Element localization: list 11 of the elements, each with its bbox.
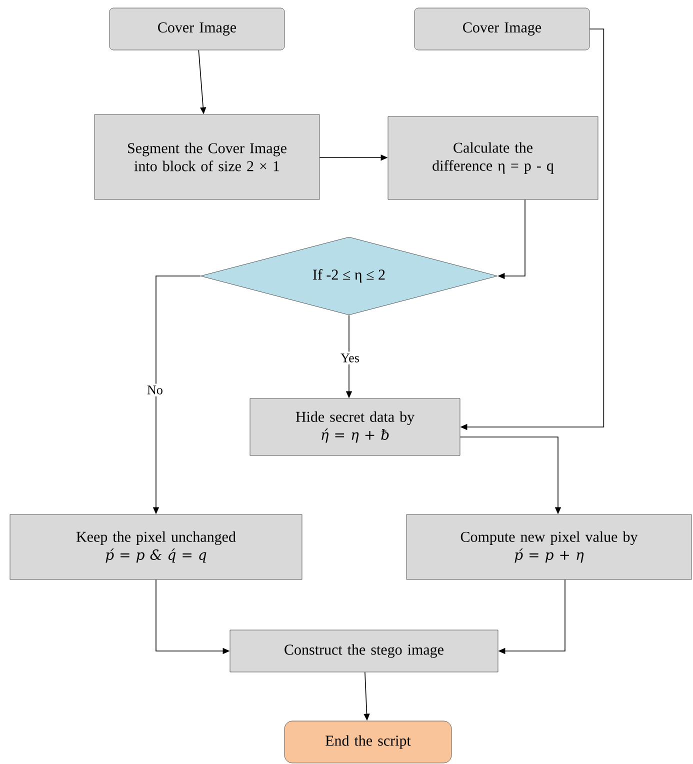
edge-label: No (145, 384, 165, 396)
process-box: Hide secret data by ή = η + ƀ (250, 398, 460, 456)
end-box: End the script (284, 720, 452, 764)
process-box: Compute new pixel value by ṕ = p + η (406, 514, 692, 580)
edge-label: Yes (338, 352, 362, 364)
start-box: Cover Image (109, 8, 285, 50)
process-box: Calculate the difference η = p - q (388, 116, 598, 200)
process-box: Construct the stego image (230, 630, 498, 672)
process-box: Segment the Cover Image into block of size 2 × 1 (94, 114, 320, 200)
start-box: Cover Image (414, 8, 590, 50)
process-box: Keep the pixel unchanged ṕ = p & q́ = q (10, 514, 302, 580)
